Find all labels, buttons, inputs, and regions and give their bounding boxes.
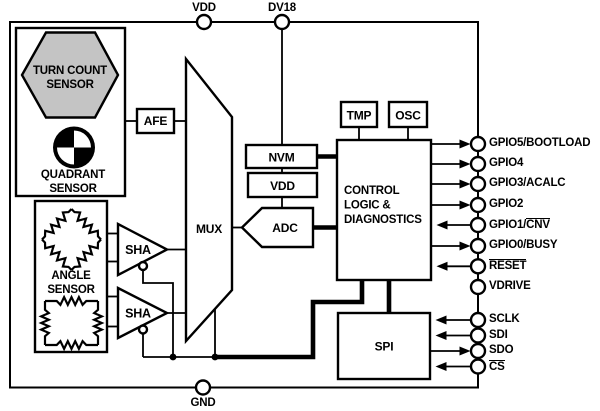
pin-reset [469, 258, 487, 275]
pin-gpio1 [469, 216, 487, 234]
pin-gpio5 [469, 135, 487, 153]
control-logic-label-3: DIAGNOSTICS [344, 214, 422, 226]
quadrant-sensor-label-1: QUADRANT [41, 169, 105, 181]
control-logic-label-2: LOGIC & [344, 200, 391, 212]
pin-label-sdo: SDO [489, 344, 514, 356]
osc-label: OSC [395, 109, 421, 123]
arrow-cs-in [435, 362, 471, 371]
quadrant-sensor-label-2: SENSOR [49, 183, 97, 195]
mux-block [184, 55, 234, 345]
angle-sensor-label-2: SENSOR [47, 284, 95, 296]
pin-vdd [195, 13, 213, 31]
sha1-label: SHA [125, 243, 151, 257]
arrow-sclk-in [435, 315, 471, 325]
sha1-control-bubble [137, 260, 149, 272]
pin-label-cs: CS [489, 359, 505, 373]
turn-count-sensor-label-1: TURN COUNT [33, 65, 107, 77]
pin-gpio2 [469, 196, 487, 214]
quadrant-sensor-icon [53, 126, 95, 169]
pin-sdi [469, 327, 487, 344]
pin-gpio4 [469, 155, 487, 173]
diamond-bridge-resistors [41, 208, 102, 271]
turn-count-sensor-hexagon [20, 31, 120, 119]
junction-dot [169, 353, 177, 361]
control-logic-block [335, 138, 433, 282]
pin-vdrive [469, 278, 487, 296]
pin-cs [469, 358, 487, 375]
turn-count-sensor-label-2: SENSOR [46, 79, 94, 91]
pin-label-gpio4: GPIO4 [489, 157, 524, 169]
pin-label-vdrive: VDRIVE [489, 280, 531, 292]
arrow-sdo-out [430, 346, 471, 356]
arrow-sdi-in [435, 331, 471, 340]
nvm-label: NVM [268, 151, 294, 165]
arrow-gpio2-out [431, 200, 471, 210]
pin-dv18 [273, 13, 291, 31]
control-sampling-bus [215, 280, 365, 360]
pin-label-reset: RESET [489, 259, 527, 273]
pin-sclk [469, 311, 487, 329]
adc-label: ADC [272, 221, 298, 235]
arrow-gpio0-out [431, 241, 471, 251]
vdd-regulator-block [246, 171, 319, 199]
pin-label-gpio0: GPIO0/BUSY [489, 239, 558, 251]
pin-label-vdd: VDD [192, 2, 216, 14]
arrow-reset-in [436, 261, 471, 271]
pin-label-gpio5: GPIO5/BOOTLOAD [489, 137, 591, 149]
pin-label-gnd: GND [190, 397, 216, 409]
spi-label: SPI [375, 340, 394, 354]
angle-sensor-label-1: ANGLE [51, 270, 91, 282]
arrow-gpio1-in [436, 220, 471, 230]
sha2-control-bubble [137, 324, 149, 335]
sha2-label: SHA [125, 307, 151, 321]
tmp-label: TMP [347, 109, 372, 123]
control-logic-label-1: CONTROL [344, 185, 400, 197]
pin-gpio3 [469, 175, 487, 193]
pin-label-dv18: DV18 [268, 2, 296, 14]
square-bridge-resistors [38, 294, 105, 352]
arrow-gpio5-out [431, 139, 471, 149]
sha1-control-wire [142, 270, 174, 357]
osc-block [387, 100, 429, 129]
pin-gpio0 [469, 237, 487, 255]
pin-label-gpio1: GPIO1/CNV [489, 218, 550, 231]
arrow-gpio3-out [431, 179, 471, 189]
pin-gnd [194, 379, 212, 396]
vdd-regulator-label: VDD [270, 179, 295, 193]
pin-sdo [469, 342, 487, 360]
pin-label-gpio3: GPIO3/ACALC [489, 177, 566, 189]
arrow-gpio4-out [431, 159, 471, 169]
spi-block [336, 311, 432, 381]
pin-label-gpio2: GPIO2 [489, 198, 524, 210]
pin-label-sclk: SCLK [489, 313, 520, 325]
mux-label: MUX [196, 222, 222, 236]
afe-label: AFE [144, 114, 168, 128]
pin-label-sdi: SDI [489, 328, 508, 341]
